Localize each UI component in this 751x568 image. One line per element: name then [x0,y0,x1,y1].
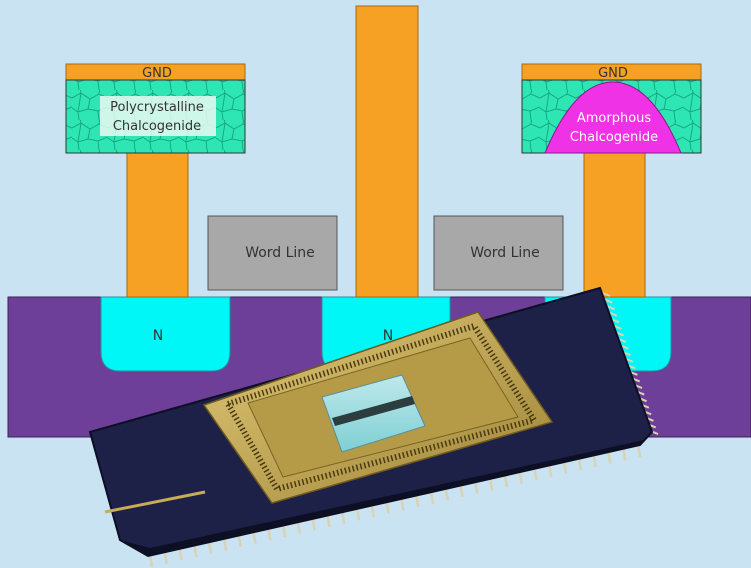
chip-pin [505,475,507,487]
gnd-label-right: GND [598,66,628,81]
polycrystalline-label-line2: Chalcogenide [113,119,201,134]
chip-pin [594,455,596,467]
chip-pin [327,515,329,527]
chip-pin [534,468,536,480]
chip-pin [520,472,522,484]
chip-pin [416,495,418,507]
word-line-right-label: Word Line [470,245,540,261]
chip-pin [638,445,640,457]
contact-center [356,6,418,297]
chip-pin [608,452,610,464]
chip-pin [150,555,152,567]
chip-pin [180,548,182,560]
chip-pin [194,545,196,557]
chip-pin [623,448,625,460]
chip-pin [490,478,492,490]
chip-pin [298,522,300,534]
chip-pin [254,532,256,544]
chip-pin [461,485,463,497]
n-label-left: N [153,328,163,344]
chip-pin [579,458,581,470]
chip-pin [239,535,241,547]
chip-pin [387,502,389,514]
chip-pin [224,538,226,550]
chip-pin [342,512,344,524]
chip-pin [401,498,403,510]
gnd-label-left: GND [142,66,172,81]
chip-pin [475,482,477,494]
chip-pin [564,462,566,474]
chip-pin [446,488,448,500]
chip-pin [372,505,374,517]
amorphous-label-line2: Chalcogenide [570,130,658,145]
chip-pin [357,508,359,520]
chip-pin [431,492,433,504]
chip-pin [209,542,211,554]
chip-pin [165,552,167,564]
n-well-left [101,297,230,371]
chip-pin [283,525,285,537]
contact-left [127,153,188,297]
chip-pin [313,518,315,530]
amorphous-label-line1: Amorphous [577,111,652,126]
chip-pin [268,528,270,540]
chip-pin [549,465,551,477]
contact-right [584,153,645,297]
polycrystalline-label-line1: Polycrystalline [110,100,204,115]
word-line-left-label: Word Line [245,245,315,261]
